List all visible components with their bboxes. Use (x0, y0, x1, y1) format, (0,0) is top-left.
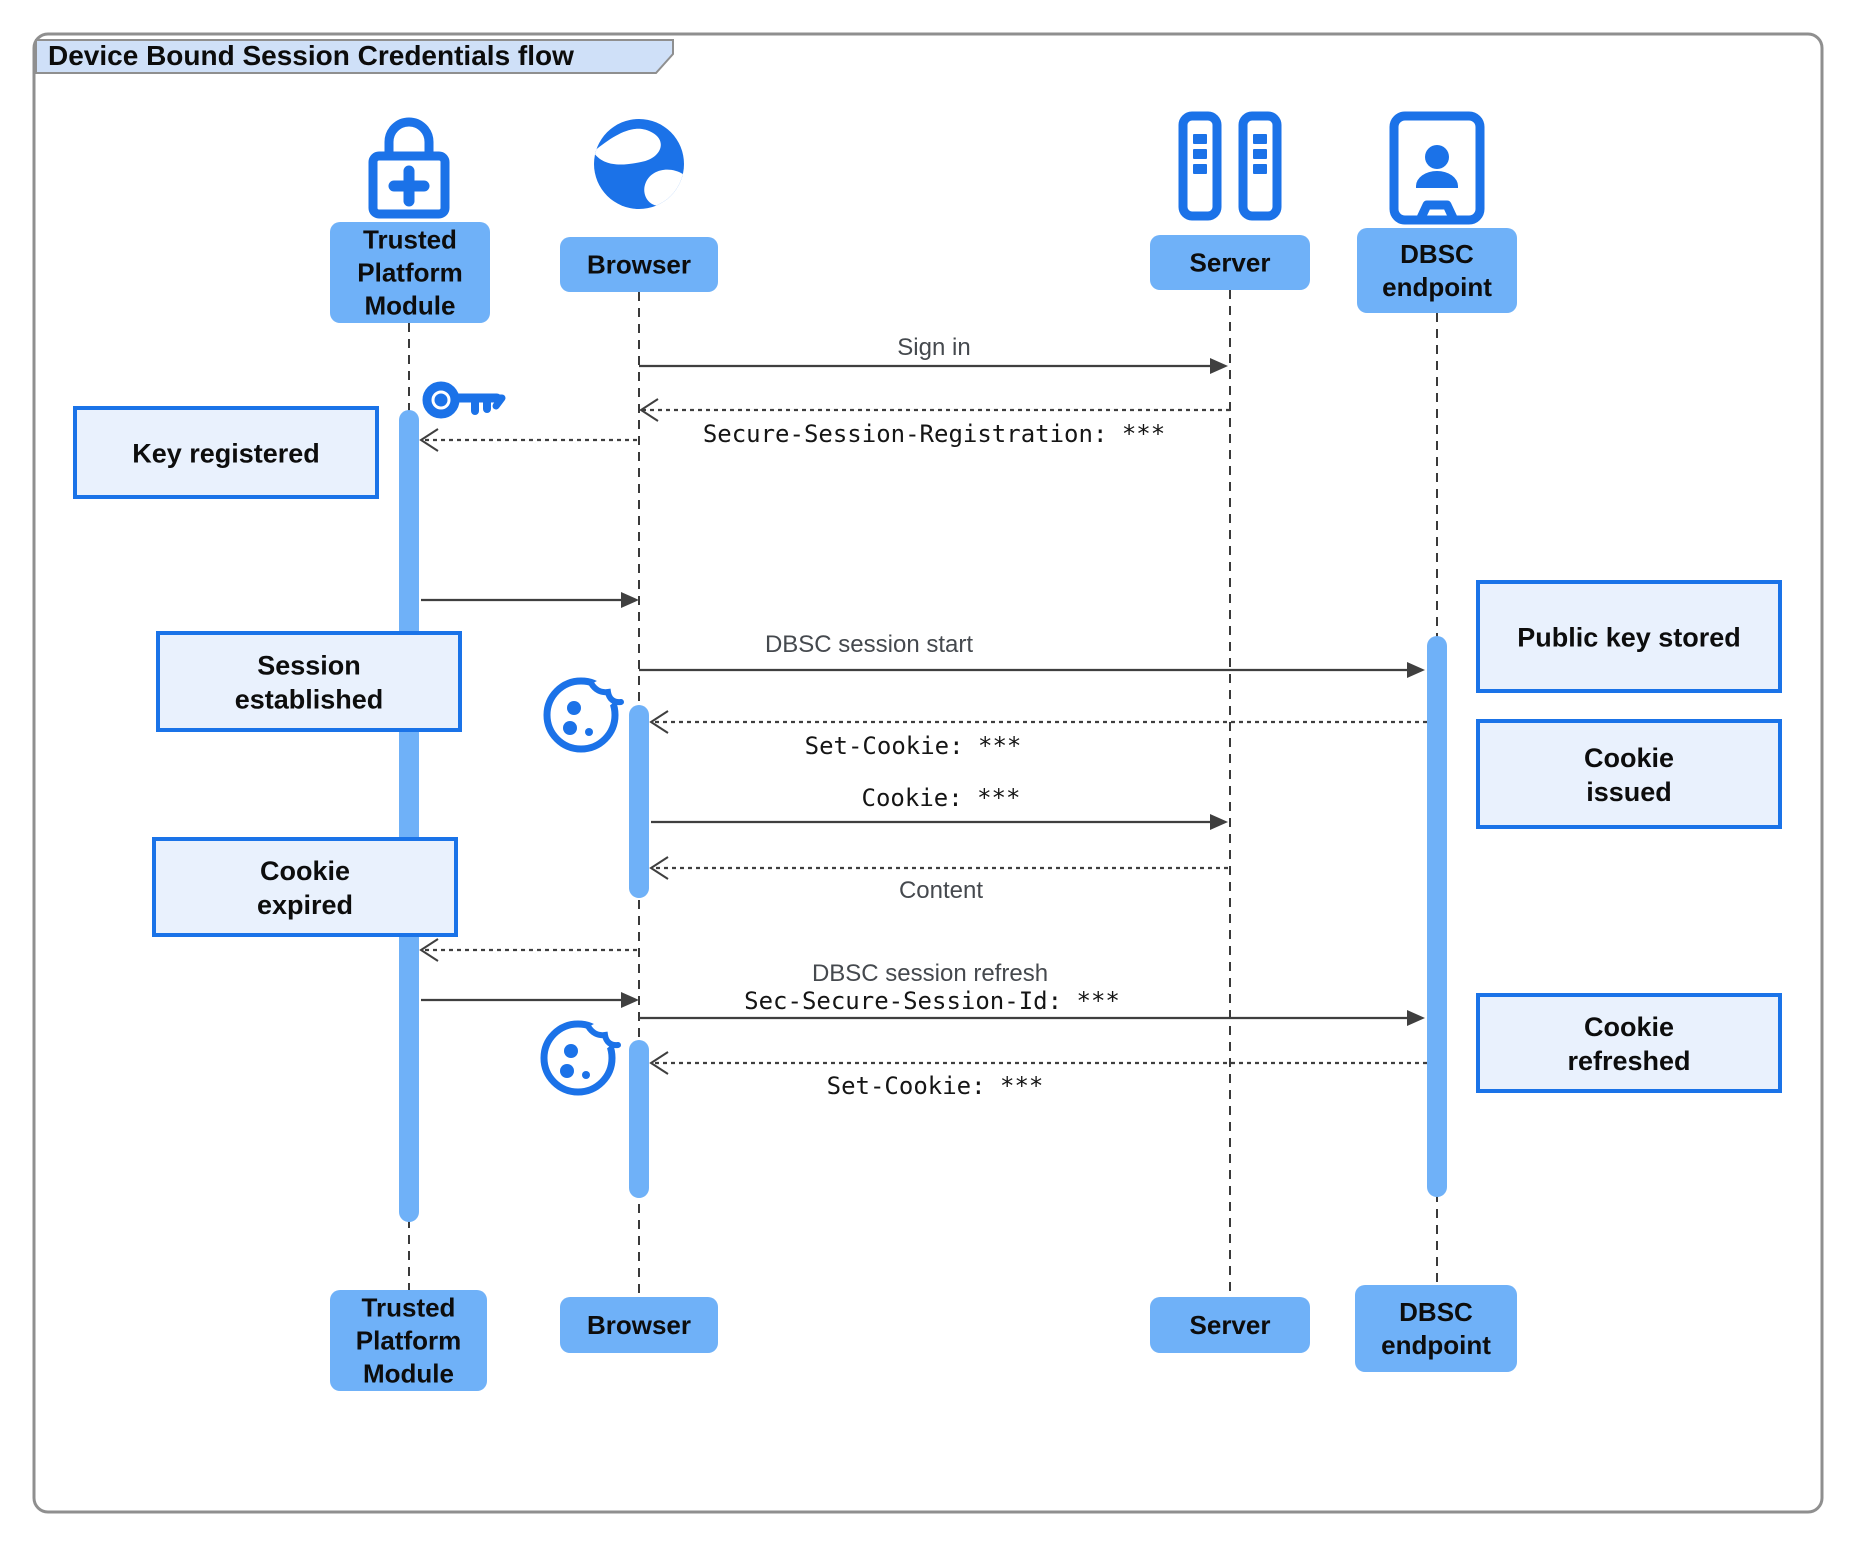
actor-label: DBSC (1400, 239, 1474, 269)
message-refresh-signature (421, 992, 639, 1008)
message-label: Sec-Secure-Session-Id: *** (744, 987, 1120, 1015)
message-label: Set-Cookie: *** (827, 1072, 1044, 1100)
actor-label: Trusted (363, 225, 457, 255)
message-set-cookie-1: Set-Cookie: *** (649, 710, 1427, 760)
message-label: Content (899, 877, 983, 904)
actor-bottom-server: Server (1150, 1297, 1310, 1353)
diagram-border (32, 32, 1824, 1514)
actor-bottom-browser: Browser (560, 1297, 718, 1353)
arrowhead (639, 398, 659, 422)
message-cookie: Cookie: *** (651, 784, 1228, 830)
message-label: Secure-Session-Registration: *** (703, 420, 1165, 448)
actor-label: Module (363, 1359, 454, 1389)
message-content: Content (649, 856, 1228, 904)
actor-label: Server (1190, 248, 1271, 278)
message-label: Set-Cookie: *** (805, 732, 1022, 760)
note-text: Cookie (1584, 1012, 1674, 1042)
arrowhead (419, 428, 439, 452)
actor-label: Platform (356, 1326, 461, 1356)
actor-label: DBSC (1399, 1297, 1473, 1327)
title-tab: Device Bound Session Credentials flow (35, 39, 674, 74)
message-secure-session-registration: Secure-Session-Registration: *** (639, 398, 1230, 448)
actor-label: Browser (587, 1310, 691, 1340)
note-public-key-stored: Public key stored (1476, 580, 1782, 693)
note-text: Cookie (260, 856, 350, 886)
actor-label: Browser (587, 250, 691, 280)
arrowhead (419, 938, 439, 962)
note-text: issued (1586, 777, 1672, 807)
dbsc-activation (1427, 636, 1447, 1197)
note-cookie-issued: Cookie issued (1476, 719, 1782, 829)
key-icon (422, 381, 506, 419)
cookie-icon (543, 677, 624, 753)
note-text: established (235, 685, 384, 715)
note-text: expired (257, 890, 353, 920)
diagram-title: Device Bound Session Credentials flow (48, 40, 574, 71)
note-session-established: Session established (156, 631, 462, 732)
message-key-registered-reply (421, 592, 639, 608)
note-text: Session (257, 651, 361, 681)
message-dbsc-session-refresh: DBSC session refreshSec-Secure-Session-I… (639, 960, 1425, 1026)
arrowhead (1407, 662, 1425, 678)
message-label: Cookie: *** (862, 784, 1021, 812)
arrowhead (1210, 358, 1228, 374)
message-set-cookie-2: Set-Cookie: *** (649, 1051, 1427, 1100)
message-dbsc-session-start: DBSC session start (639, 631, 1425, 678)
arrowhead (621, 592, 639, 608)
arrowhead (649, 856, 669, 880)
note-text: Key registered (132, 439, 320, 469)
actor-label: Trusted (362, 1293, 456, 1323)
arrowhead (649, 710, 669, 734)
cookie-icon (540, 1020, 621, 1096)
message-label: DBSC session start (765, 631, 973, 658)
browser-activation-2 (629, 1040, 649, 1198)
note-cookie-refreshed: Cookie refreshed (1476, 993, 1782, 1093)
arrowhead (621, 992, 639, 1008)
note-text: Public key stored (1517, 623, 1741, 653)
browser-activation-1 (629, 705, 649, 898)
note-cookie-expired: Cookie expired (152, 837, 458, 937)
actor-label: endpoint (1381, 1330, 1491, 1360)
lock-plus-icon (368, 117, 450, 219)
actor-top-server: Server (1150, 111, 1310, 290)
actor-label: Platform (357, 258, 462, 288)
arrowhead (1407, 1010, 1425, 1026)
actor-label: Server (1190, 1310, 1271, 1340)
actor-label: endpoint (1382, 272, 1492, 302)
decoration-cookie-icon-2 (540, 1020, 621, 1096)
decoration-cookie-icon-1 (543, 677, 624, 753)
actor-label: Module (365, 291, 456, 321)
arrowhead (1210, 814, 1228, 830)
server-racks-icon (1178, 111, 1282, 221)
message-sign-in: Sign in (639, 334, 1228, 374)
note-text: Cookie (1584, 743, 1674, 773)
message-label: Sign in (897, 334, 970, 361)
note-text: refreshed (1567, 1046, 1690, 1076)
message-refresh-request (419, 938, 637, 962)
tpm-activation (399, 410, 419, 1222)
arrowhead (649, 1051, 669, 1075)
message-register-key (419, 428, 637, 452)
actor-top-browser: Browser (560, 119, 718, 292)
decoration-key-icon (422, 381, 506, 419)
message-label: DBSC session refresh (812, 960, 1048, 987)
badge-person-icon (1389, 111, 1485, 225)
note-key-registered: Key registered (73, 406, 379, 499)
